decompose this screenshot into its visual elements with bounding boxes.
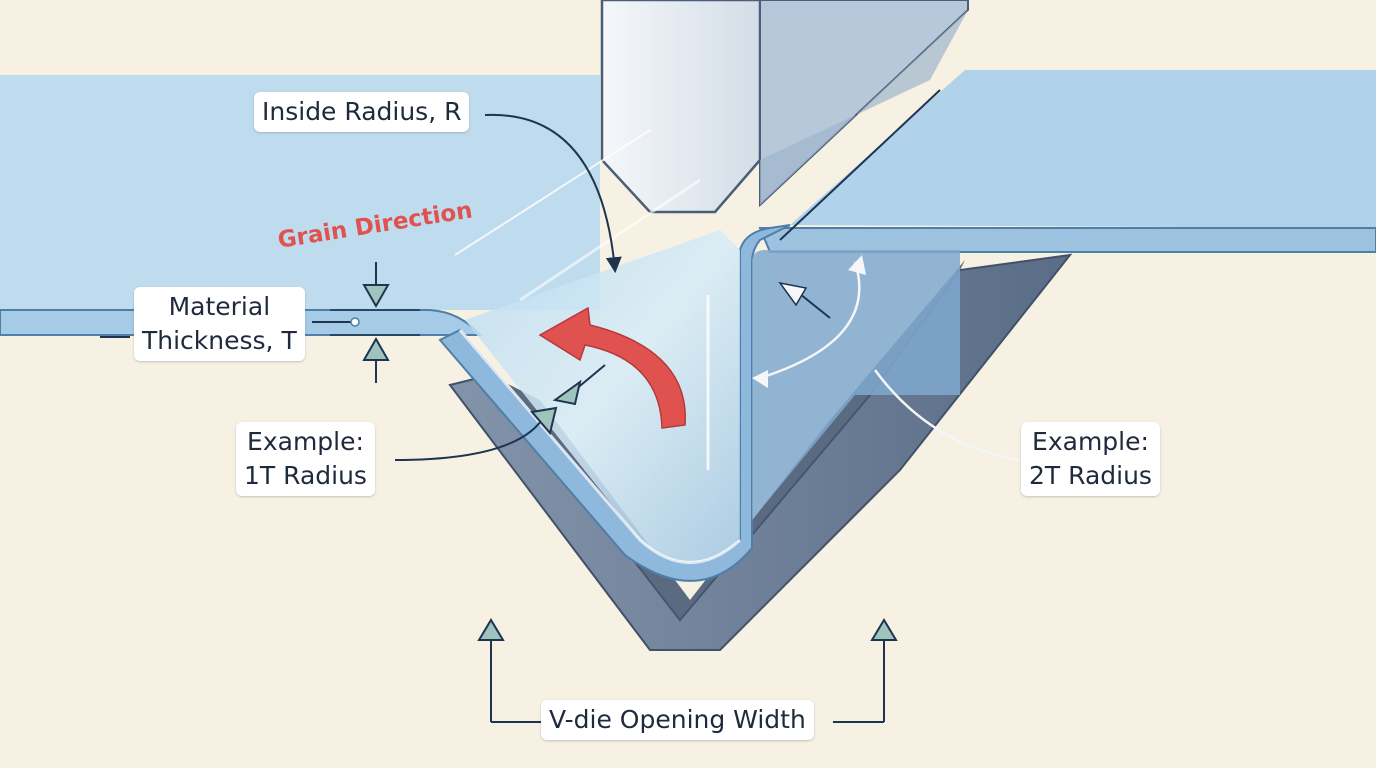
material-thickness-line1: Material: [168, 292, 271, 321]
arrow-icon: [362, 284, 390, 309]
punch-shadow: [760, 10, 968, 205]
reflection-line: [779, 89, 941, 241]
inside-radius-label: Inside Radius, R: [254, 92, 470, 132]
inside-radius-callout-line: [484, 113, 622, 274]
reflection-line: [454, 129, 651, 256]
example-2t-line1: Example:: [1032, 427, 1149, 456]
vdie-opening-text: V-die Opening Width: [549, 705, 806, 734]
thickness-ref-dot: [350, 317, 360, 327]
example-1t-line1: Example:: [247, 427, 364, 456]
arrow-icon: [778, 281, 808, 307]
bent-sheet-face: [465, 230, 740, 563]
arrow-icon: [848, 255, 866, 275]
curved-arrow-icon: [538, 306, 686, 429]
inside-radius-text: Inside Radius, R: [262, 97, 462, 126]
example-2t-arc: [759, 261, 861, 380]
arrow-icon: [552, 379, 582, 406]
arrow-icon: [530, 406, 558, 436]
punch: [600, 0, 762, 214]
right-sheet-front: [758, 227, 1376, 253]
right-inner-plate: [752, 250, 960, 520]
example-1t-label: Example: 1T Radius: [236, 422, 375, 496]
example-2t-label: Example: 2T Radius: [1021, 422, 1160, 496]
material-thickness-label: Material Thickness, T: [134, 287, 305, 361]
bent-sheet-highlight: [458, 329, 742, 564]
example-1t-line2: 1T Radius: [244, 461, 367, 490]
arrow-icon: [870, 618, 898, 641]
arrow-icon: [362, 336, 390, 361]
arrow-icon: [477, 618, 505, 641]
vdie-opening-label: V-die Opening Width: [541, 700, 814, 740]
material-thickness-line2: Thickness, T: [142, 326, 297, 355]
right-sheet-top: [790, 70, 1376, 228]
left-sheet-face: [0, 75, 600, 310]
example-2t-line2: 2T Radius: [1029, 461, 1152, 490]
reflection-line: [519, 178, 701, 302]
arrow-icon: [752, 370, 768, 388]
example-1t-callout-line: [394, 414, 546, 461]
example-2t-callout-line: [873, 369, 1021, 462]
